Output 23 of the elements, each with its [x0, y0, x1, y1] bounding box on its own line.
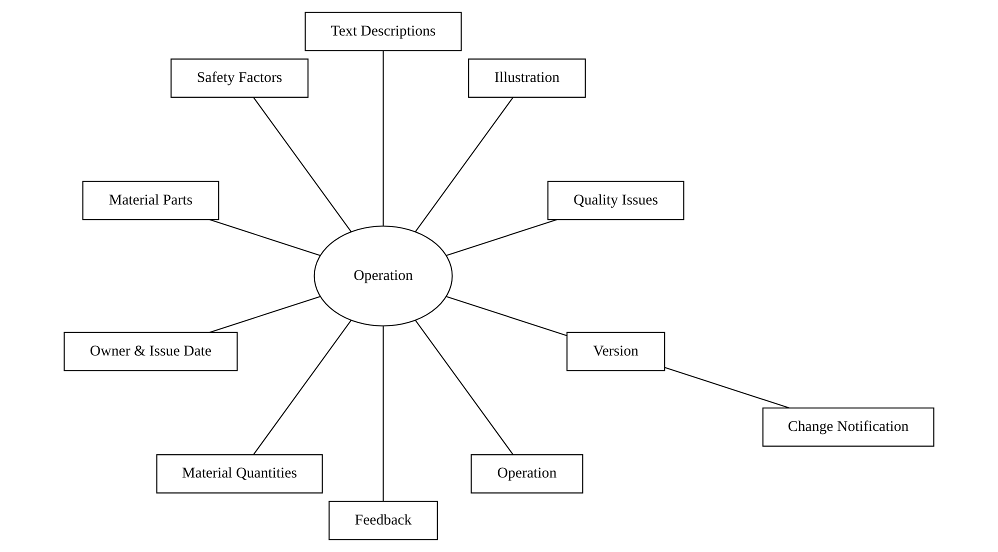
- connector: [446, 219, 557, 256]
- node-box: Version: [566, 332, 666, 372]
- node-box: Safety Factors: [170, 58, 309, 98]
- connector: [382, 50, 384, 226]
- connector: [253, 320, 352, 455]
- node-box: Feedback: [328, 500, 438, 540]
- node-box: Material Quantities: [156, 454, 323, 494]
- node-box: Text Descriptions: [304, 12, 462, 52]
- node-box: Material Parts: [82, 180, 220, 220]
- node-box: Quality Issues: [547, 180, 684, 220]
- connector: [253, 97, 352, 232]
- connector: [382, 326, 384, 502]
- node-box: Change Notification: [762, 407, 934, 447]
- node-box: Operation: [470, 454, 584, 494]
- connector: [664, 366, 790, 408]
- connector: [210, 219, 320, 256]
- connector: [415, 97, 514, 232]
- node-box: Owner & Issue Date: [64, 332, 238, 372]
- node-ellipse: Operation: [314, 226, 453, 326]
- connector: [446, 296, 567, 336]
- connector: [415, 320, 514, 455]
- node-box: Illustration: [468, 58, 586, 98]
- connector: [210, 296, 320, 333]
